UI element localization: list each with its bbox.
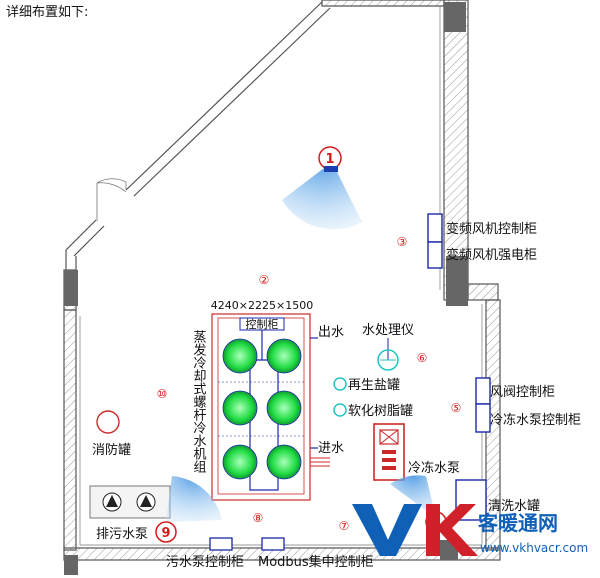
watermark-brand: 客暖通网 [477,511,558,535]
pillar [64,270,78,306]
watermark: 客暖通网 www.vkhvacr.com [352,504,588,556]
marker-3: ③ [397,235,408,249]
camera-9: 9 [155,476,222,543]
regen-salt-tank-label: 再生盐罐 [348,378,400,393]
marker-1: 1 [325,152,334,167]
fan [266,338,302,374]
vk-logo [352,504,478,556]
chiller-unit: 4240×2225×1500 控制柜 蒸发冷却式螺杆冷水机组 出水 进水 [191,299,344,501]
chilled-water-pump: 冷冻水泵 [373,423,460,481]
fan [222,338,258,374]
diagonal-wall [65,1,331,272]
door [96,178,127,221]
clean-water-tank: 清洗水罐 [455,479,540,521]
fan [222,390,258,426]
control-cabinet-label: 控制柜 [246,317,279,331]
water-out-label: 出水 [318,325,344,340]
sewage-pump-cabinet-label: 污水泵控制柜 [166,555,244,570]
fan [266,390,302,426]
softening-tanks: 再生盐罐 软化树脂罐 [333,377,413,419]
chiller-name: 蒸发冷却式螺杆冷水机组 [191,330,207,473]
fan [266,444,302,480]
vfd-cabinets: ③ 变频风机控制柜 变频风机强电柜 [397,213,537,269]
right-cabinets: ⑤ 风阀控制柜 冷冻水泵控制柜 [451,377,581,433]
modbus-cabinet-label: Modbus集中控制柜 [258,554,374,570]
pillar [64,555,78,575]
marker-10: ⑩ [157,387,168,401]
marker-7: ⑦ [339,519,350,533]
pillar [446,256,468,306]
water-treatment-label: 水处理仪 [362,323,414,338]
softening-resin-tank-label: 软化树脂罐 [348,404,413,419]
caption: 详细布置如下: [6,4,88,20]
water-in-label: 进水 [318,441,344,456]
sewage-pump-label: 排污水泵 [96,527,148,542]
fans [222,338,302,480]
camera-1: 1 [282,146,362,230]
sewage-pump: 排污水泵 [89,485,171,542]
damper-cabinet-label: 风阀控制柜 [490,385,555,400]
watermark-url: www.vkhvacr.com [480,541,588,555]
chilled-pump-cabinet-label: 冷冻水泵控制柜 [490,412,581,428]
marker-6: ⑥ [417,351,428,365]
water-treatment: 水处理仪 ⑥ [362,323,428,371]
marker-2: ② [259,273,270,287]
chilled-pump-label: 冷冻水泵 [408,460,460,476]
marker-9: 9 [161,526,170,541]
bottom-cabinets: 污水泵控制柜 Modbus集中控制柜 [166,537,374,570]
vfd-fan-cabinet-label: 变频风机控制柜 [446,221,537,237]
chiller-dimensions: 4240×2225×1500 [211,299,313,312]
marker-8: ⑧ [253,511,264,525]
marker-5: ⑤ [451,401,462,415]
fire-tank: 消防罐 [92,410,131,458]
pillar [444,2,466,32]
fan [222,444,258,480]
fire-tank-label: 消防罐 [92,442,131,458]
vfd-fan-power-cabinet-label: 变频风机强电柜 [446,247,537,263]
clean-tank-label: 清洗水罐 [488,499,540,514]
